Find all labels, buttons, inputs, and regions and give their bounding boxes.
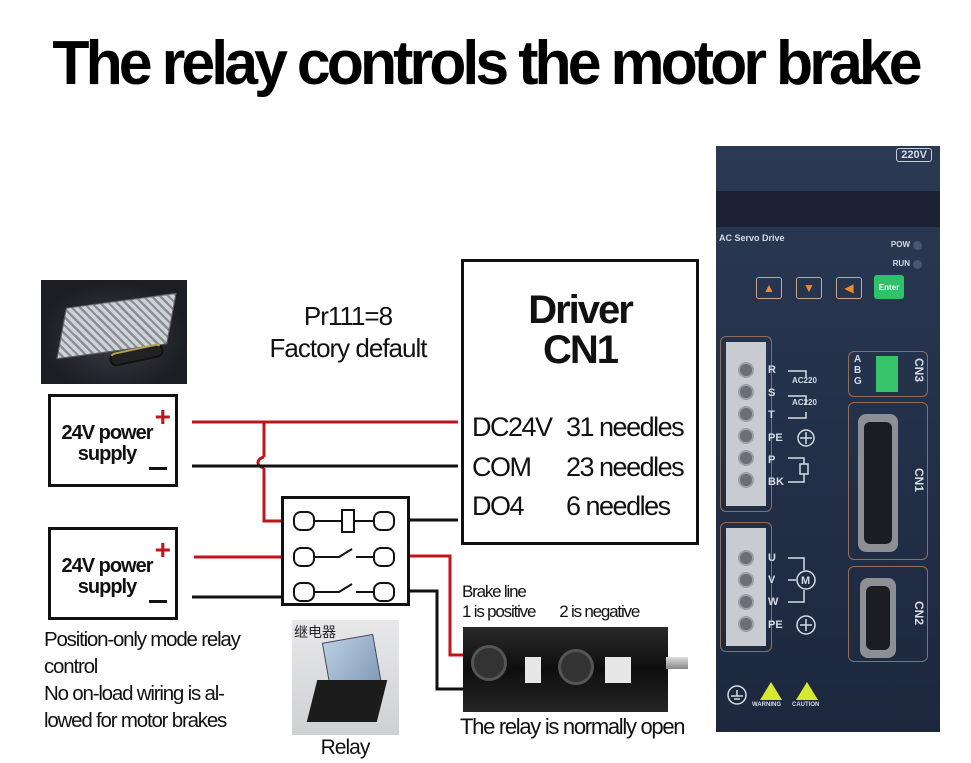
motor-icon bbox=[796, 570, 816, 590]
relay-schematic bbox=[281, 496, 410, 606]
parameter-note: Pr111=8 Factory default bbox=[238, 300, 458, 364]
ground-icon bbox=[796, 615, 816, 635]
warning-icon bbox=[760, 682, 782, 700]
wire-brake-negative bbox=[409, 589, 463, 691]
power-supply-2: 24V power supply + bbox=[48, 527, 178, 620]
run-led-icon bbox=[913, 260, 922, 269]
terminal-t: T bbox=[768, 409, 775, 421]
relay-caption: Relay bbox=[320, 736, 371, 759]
terminal-pe-2: PE bbox=[768, 619, 783, 631]
power-supply-1: 24V power supply + bbox=[48, 394, 178, 487]
driver-title: Driver CN1 bbox=[528, 288, 634, 372]
page-title: The relay controls the motor brake bbox=[52, 29, 922, 98]
cn3-frame bbox=[848, 351, 928, 397]
pow-led-icon bbox=[913, 241, 922, 250]
motor-shaft bbox=[666, 657, 688, 669]
relay-switch-icon bbox=[314, 548, 374, 558]
terminal-pe: PE bbox=[768, 432, 783, 444]
relay-chinese-label: 继电器 bbox=[294, 624, 336, 640]
plus-icon: + bbox=[154, 534, 171, 565]
cn1-connector[interactable] bbox=[858, 414, 898, 552]
servo-motor-photo bbox=[463, 627, 688, 712]
parameter-setting: Pr111=8 bbox=[303, 301, 393, 331]
motor-terminal-plug bbox=[726, 528, 766, 646]
power-supply-1-label: 24V power supply bbox=[61, 422, 153, 465]
cn1-frame bbox=[848, 402, 928, 560]
minus-icon bbox=[149, 467, 167, 470]
display-window bbox=[716, 191, 940, 227]
power-supply-2-label: 24V power supply bbox=[61, 555, 153, 598]
terminal-s: S bbox=[768, 387, 776, 399]
ac220-label-1: AC220 bbox=[792, 376, 817, 385]
relay-switch-icon bbox=[314, 583, 374, 593]
power-connector bbox=[558, 649, 594, 685]
caution-label: CAUTION bbox=[792, 702, 820, 708]
terminal-r: R bbox=[768, 364, 776, 376]
led-run-label: RUN bbox=[892, 259, 910, 268]
wire-coil-positive bbox=[262, 422, 282, 523]
up-key[interactable]: ▲ bbox=[756, 277, 782, 299]
wire-brake-positive bbox=[409, 554, 463, 657]
left-key[interactable]: ◀ bbox=[836, 277, 862, 299]
enter-key[interactable]: Enter bbox=[874, 275, 904, 299]
terminal-p: P bbox=[768, 454, 776, 466]
power-terminal-frame bbox=[720, 336, 772, 512]
servo-drive-panel: 220V AC Servo Drive POW RUN ▲ ▼ ◀ Enter … bbox=[716, 146, 940, 732]
cn2-label: CN2 bbox=[912, 601, 926, 626]
cn1-label: CN1 bbox=[912, 468, 926, 493]
brake-connector bbox=[471, 645, 507, 681]
cn3-label: CN3 bbox=[912, 358, 926, 383]
cn2-frame bbox=[848, 566, 928, 662]
terminal-u: U bbox=[768, 552, 776, 564]
motor-terminal-frame bbox=[720, 522, 772, 652]
voltage-badge: 220V bbox=[896, 148, 932, 162]
motor-bracket-lines: M bbox=[788, 557, 816, 635]
terminal-bk: BK bbox=[768, 476, 784, 488]
down-key[interactable]: ▼ bbox=[796, 277, 822, 299]
usage-note: Position-only mode relay control No on-l… bbox=[44, 628, 241, 732]
cn2-connector[interactable] bbox=[860, 578, 896, 658]
relay-state-note: The relay is normally open bbox=[460, 714, 686, 739]
terminal-w: W bbox=[768, 596, 779, 608]
parameter-default: Factory default bbox=[269, 333, 428, 363]
plus-icon: + bbox=[154, 401, 171, 432]
ground-icon bbox=[727, 685, 747, 705]
brake-resistor-icon bbox=[799, 463, 809, 475]
warning-label: WARNING bbox=[752, 702, 781, 708]
led-pow-label: POW bbox=[890, 240, 910, 249]
ac220-label-2: AC220 bbox=[792, 398, 817, 407]
minus-icon bbox=[149, 600, 167, 603]
caution-icon bbox=[796, 682, 818, 700]
terminal-v: V bbox=[768, 574, 776, 586]
motor-symbol: M bbox=[801, 575, 810, 587]
relay-coil-icon bbox=[341, 509, 355, 533]
ground-icon bbox=[797, 429, 815, 447]
terminal-bracket-lines bbox=[788, 370, 815, 483]
relay-photo: 继电器 bbox=[292, 620, 399, 735]
power-supply-photo bbox=[41, 280, 187, 384]
cn3-connector[interactable] bbox=[876, 356, 898, 392]
relay-symbol bbox=[293, 509, 395, 602]
brand-label: AC Servo Drive bbox=[719, 233, 785, 243]
power-terminal-plug bbox=[726, 342, 766, 506]
